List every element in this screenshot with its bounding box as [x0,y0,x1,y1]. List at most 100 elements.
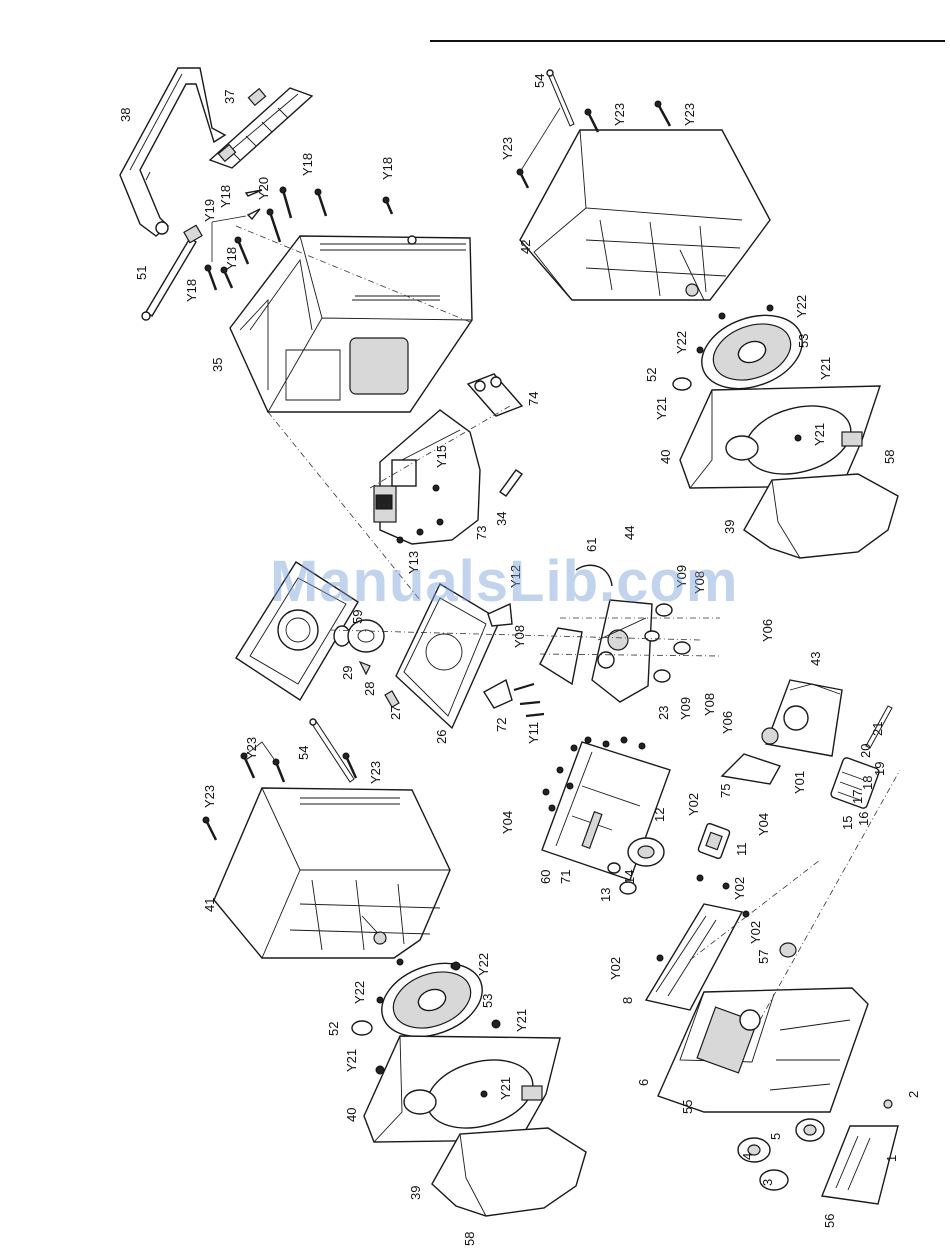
assembly-guide-lines [235,225,901,1021]
label-y23-r1: Y23 [612,103,627,126]
label-59: 59 [350,610,365,624]
label-y13: Y13 [406,551,421,574]
screws-y23-left [202,741,358,841]
label-35: 35 [210,358,225,372]
screws-y23-right [516,100,672,189]
label-y21-r1: Y21 [818,357,833,380]
plate-75 [720,753,782,785]
chassis-35 [229,235,473,413]
label-y18-e: Y18 [184,279,199,302]
board-74 [466,373,524,417]
label-55: 55 [680,1100,695,1114]
tray-26 [395,583,501,730]
label-y18-a: Y18 [218,185,233,208]
motor-assembly-43 [761,679,843,757]
label-y02-b: Y02 [732,877,747,900]
label-5: 5 [768,1133,783,1140]
shaft-21 [865,705,893,749]
label-y21-l1: Y21 [514,1009,529,1032]
label-y01: Y01 [792,771,807,794]
label-y18-b: Y18 [300,153,315,176]
label-42: 42 [518,240,533,254]
cabinet-41 [213,787,451,959]
label-39-right: 39 [722,520,737,534]
bracket-44-small [487,602,583,686]
grille-58-39-right [743,473,899,559]
label-51: 51 [134,266,149,280]
label-52-left: 52 [326,1022,341,1036]
label-73: 73 [474,526,489,540]
label-34: 34 [494,512,509,526]
ring-52-right [672,377,692,391]
label-y06-a: Y06 [760,619,775,642]
label-54-left: 54 [296,746,311,760]
label-38: 38 [118,108,133,122]
label-3: 3 [760,1179,775,1186]
label-13: 13 [598,888,613,902]
belt-61 [575,564,613,587]
grille-58-39-left [431,1127,587,1217]
label-17: 17 [850,790,865,804]
label-y21-l3: Y21 [498,1077,513,1100]
front-panel-6 [657,987,869,1113]
label-y20: Y20 [256,177,271,200]
label-y23-l3: Y23 [202,785,217,808]
label-43: 43 [808,652,823,666]
label-y23-l2: Y23 [368,761,383,784]
label-26: 26 [434,730,449,744]
header-rule [430,40,945,42]
label-21: 21 [870,722,885,736]
label-y02-c: Y02 [748,921,763,944]
label-y04-b: Y04 [756,813,771,836]
label-58-right: 58 [882,450,897,464]
label-53-right: 53 [796,334,811,348]
baffle-40-right [679,385,881,489]
label-y21-l2: Y21 [344,1049,359,1072]
label-71: 71 [558,870,573,884]
label-y22-r2: Y22 [674,331,689,354]
label-y22-l1: Y22 [476,953,491,976]
label-60: 60 [538,870,553,884]
label-11: 11 [734,843,749,857]
label-2: 2 [906,1091,921,1098]
label-y04-a: Y04 [500,811,515,834]
label-44: 44 [622,526,637,540]
label-y08-a: Y08 [692,571,707,594]
label-75: 75 [718,784,733,798]
baffle-40-left [363,1035,561,1143]
label-1: 1 [884,1155,899,1162]
label-y21-r3: Y21 [812,423,827,446]
label-61: 61 [584,538,599,552]
label-39-left: 39 [408,1186,423,1200]
knobs-3-4-5 [737,1118,825,1191]
label-y18-c: Y18 [380,157,395,180]
label-y19: Y19 [202,199,217,222]
speaker-53-right [696,304,803,390]
label-57: 57 [756,950,771,964]
cabinet-42 [519,129,771,301]
label-y15: Y15 [434,445,449,468]
rod-54-right [546,69,575,127]
pickup-44 [591,599,653,703]
label-6: 6 [636,1079,651,1086]
label-12: 12 [652,808,667,822]
label-4: 4 [740,1153,755,1160]
label-23: 23 [656,706,671,720]
bracket-37 [208,87,314,169]
label-29: 29 [340,666,355,680]
label-y08-b: Y08 [512,625,527,648]
jack-11 [697,822,731,860]
label-56: 56 [822,1214,837,1228]
label-y22-l2: Y22 [352,981,367,1004]
knob-12 [627,837,665,867]
parts-13-14 [607,862,637,895]
label-40-left: 40 [344,1108,359,1122]
rod-51 [141,224,203,321]
label-y02-d: Y02 [608,957,623,980]
speaker-53-left [376,958,483,1038]
label-y22-r1: Y22 [794,295,809,318]
label-y12: Y12 [508,565,523,588]
label-y23-l1: Y23 [244,737,259,760]
